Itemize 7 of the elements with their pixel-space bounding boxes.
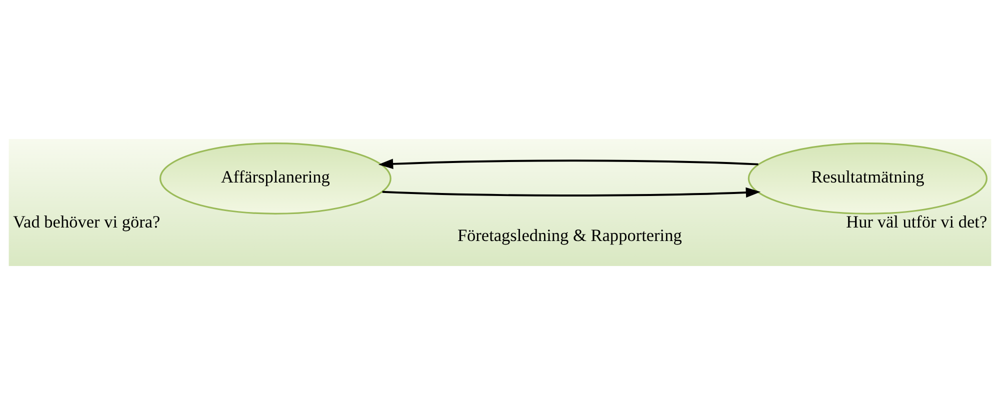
label: Företagsledning & Rapportering (457, 226, 682, 245)
node-label: Hur väl utför vi det? (846, 212, 988, 232)
node-ellipse: Affärsplanering (160, 142, 392, 214)
node-label: Vad behöver vi göra? (13, 212, 160, 232)
arrow (378, 158, 758, 170)
arrow (382, 187, 761, 198)
node-ellipse: Resultatmätning (748, 142, 988, 214)
